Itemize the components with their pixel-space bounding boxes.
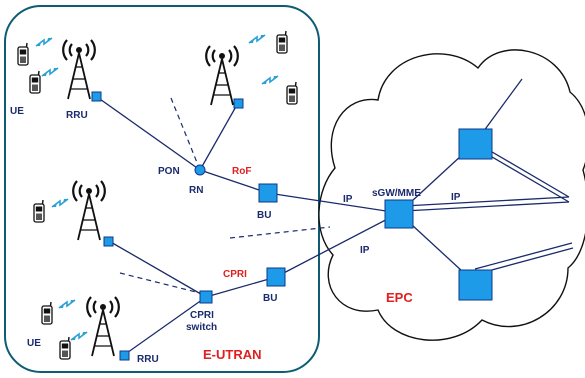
epc-router-node: [458, 128, 493, 160]
sgw-mme-node: [384, 199, 414, 229]
dashed-links: [119, 97, 331, 295]
epc-router-node: [458, 269, 493, 301]
rru-label: RRU: [137, 354, 159, 365]
rru-node: [119, 350, 130, 361]
sgw-mme-label: sGW/MME: [372, 188, 421, 199]
ip-label: IP: [343, 194, 353, 205]
baseband-unit: [266, 267, 286, 287]
cpri-label: CPRI: [223, 269, 247, 280]
cpri-switch-node: [199, 290, 213, 304]
rru-node: [233, 98, 244, 109]
rn-label: RN: [189, 185, 203, 196]
rof-label: RoF: [232, 166, 251, 177]
epc-label: EPC: [386, 290, 413, 305]
baseband-unit: [258, 183, 278, 203]
rru-node: [103, 236, 114, 247]
ip-label: IP: [360, 245, 370, 256]
e-utran-region: [4, 5, 320, 373]
remote-node: [194, 164, 206, 176]
ip-label: IP: [451, 192, 461, 203]
bu-label: BU: [263, 293, 277, 304]
rru-label: RRU: [66, 110, 88, 121]
bu-label: BU: [257, 210, 271, 221]
cpri-switch-label: switch: [186, 322, 217, 333]
cpri-switch-label: CPRI: [190, 310, 214, 321]
rru-node: [91, 91, 102, 102]
epc-cloud: [318, 49, 585, 341]
pon-label: PON: [158, 166, 180, 177]
ue-label: UE: [10, 106, 24, 117]
ue-label: UE: [27, 338, 41, 349]
e-utran-label: E-UTRAN: [203, 347, 262, 362]
